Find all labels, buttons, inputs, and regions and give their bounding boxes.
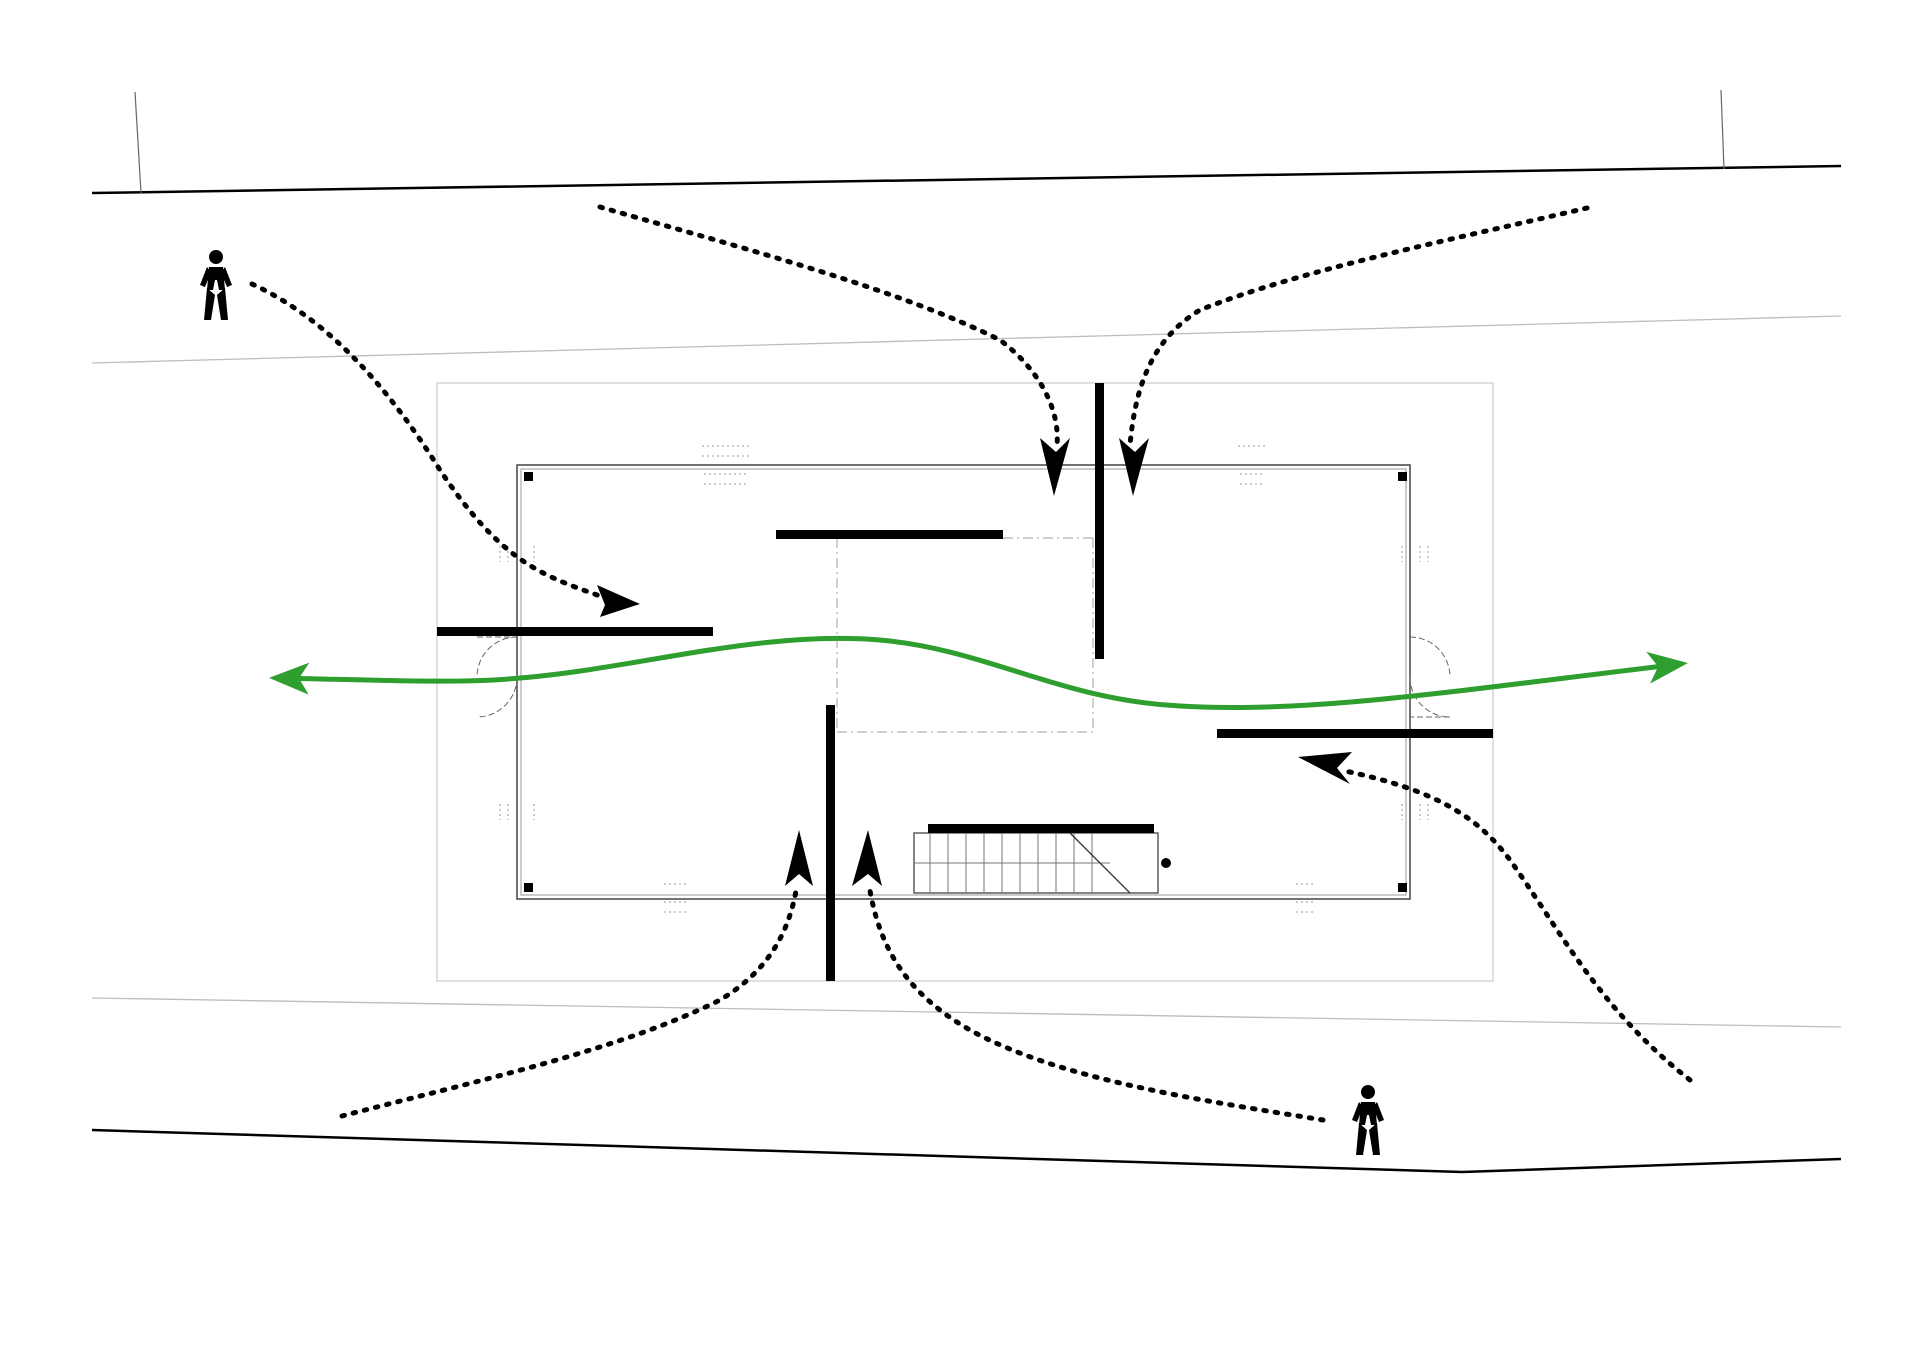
- path-south-left: [339, 882, 800, 1119]
- curb-top: [91, 315, 1842, 364]
- arrowhead-south-right: [852, 830, 882, 886]
- street-top-edge: [91, 164, 1842, 195]
- street-bottom-edge: [91, 1128, 1842, 1174]
- column: [524, 883, 533, 892]
- path-north-left: [597, 204, 1060, 448]
- wall-stair: [928, 824, 1154, 833]
- column: [1398, 472, 1407, 481]
- inner-zone: [836, 537, 1094, 733]
- arrowhead-north-right: [1119, 438, 1149, 496]
- arrowhead-south-left: [785, 830, 813, 886]
- site-lines: [91, 89, 1842, 1174]
- pedestrian-icon: [200, 250, 232, 320]
- wall-east-entry: [1217, 729, 1493, 738]
- wall-south-entry: [826, 705, 835, 981]
- plot-boundary: [436, 382, 1494, 982]
- property-line-right: [1720, 89, 1725, 170]
- pedestrian-icon: [1352, 1085, 1384, 1155]
- columns: [524, 472, 1407, 892]
- wall-north-entry: [1095, 383, 1104, 659]
- column: [524, 472, 533, 481]
- wall-west-entry: [437, 627, 713, 636]
- entry-paths: [249, 204, 1693, 1123]
- arrowhead-north-left: [1040, 438, 1070, 496]
- path-se: [1337, 767, 1693, 1083]
- path-north-right: [1127, 205, 1590, 448]
- path-south-right: [866, 882, 1326, 1123]
- dimension-marks: [499, 445, 1429, 913]
- path-nw: [249, 281, 603, 599]
- arrowhead-nw: [597, 585, 640, 617]
- stair: [913, 832, 1171, 894]
- entry-arrowheads: [597, 438, 1352, 886]
- property-line-left: [134, 91, 142, 194]
- curb-bottom: [91, 997, 1842, 1028]
- through-flow-arrow: [269, 635, 1688, 711]
- arrowhead-se: [1298, 752, 1352, 784]
- walls: [437, 383, 1493, 981]
- column: [1398, 883, 1407, 892]
- wall-north-interior: [776, 530, 1003, 539]
